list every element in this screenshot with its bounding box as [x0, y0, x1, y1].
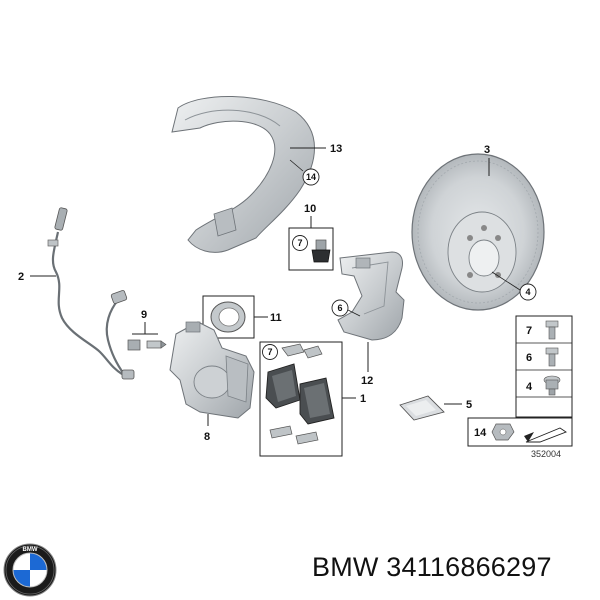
bleeder-screw-part	[127, 339, 167, 351]
arrow-icon	[524, 427, 567, 443]
bolt-6-icon	[545, 347, 559, 367]
part-number-9: 9	[141, 309, 147, 321]
circled-number-6-carrier: 6	[337, 303, 342, 313]
brake-pad-inner-part	[265, 363, 301, 409]
part-number-caption: BMW 34116866297	[312, 552, 552, 582]
circled-number-7-pads: 7	[267, 347, 272, 357]
caliper-carrier-part	[337, 251, 405, 341]
callout-8: 8	[204, 414, 210, 443]
nut-14-icon	[491, 423, 515, 441]
circled-label-4-disc: 4	[491, 271, 537, 301]
wear-sensor-cable-part	[47, 207, 135, 380]
part-1-box: 7	[259, 341, 343, 457]
callout-9: 9	[132, 309, 158, 335]
part-number-11: 11	[270, 312, 282, 324]
panel-number-14: 14	[474, 427, 487, 439]
circled-label-6-carrier: 6	[331, 299, 361, 317]
circled-label-14-shield: 14	[289, 159, 320, 186]
diagram-id: 352004	[531, 449, 561, 459]
part-number-10: 10	[304, 203, 316, 215]
fastener-panel-bottom: 14	[467, 417, 573, 447]
part-number-13: 13	[330, 143, 342, 155]
part-number-2: 2	[18, 271, 24, 283]
callout-2: 2	[18, 271, 56, 283]
callout-11: 11	[254, 312, 282, 324]
part-number-12: 12	[361, 375, 373, 387]
callout-13: 13	[290, 143, 342, 155]
pad-clips-part	[269, 343, 323, 445]
guide-bolt-part	[311, 239, 331, 263]
panel-number-7: 7	[526, 325, 532, 337]
part-number-1: 1	[360, 393, 366, 405]
grease-packet-part	[399, 395, 445, 421]
circled-number-4-disc: 4	[525, 287, 530, 297]
circled-number-7-bolt: 7	[297, 238, 302, 248]
part-number-5: 5	[466, 399, 472, 411]
callout-3: 3	[484, 144, 490, 176]
brake-disc-part	[411, 153, 545, 311]
wheel-bolt-4-icon	[543, 375, 561, 396]
callout-12: 12	[361, 342, 373, 387]
part-number-3: 3	[484, 144, 490, 156]
bolt-7-icon	[545, 320, 559, 340]
panel-number-4: 4	[526, 381, 533, 393]
part-10-box: 7	[288, 227, 334, 271]
circled-number-14-shield: 14	[306, 172, 316, 182]
panel-number-6: 6	[526, 352, 532, 364]
callout-5: 5	[444, 399, 472, 411]
seal-ring-part	[210, 301, 246, 333]
fastener-panel: 7 6 4	[515, 315, 573, 418]
splash-shield-part	[171, 96, 315, 253]
part-number-8: 8	[204, 431, 210, 443]
bmw-logo: BMW	[3, 543, 57, 597]
callout-10: 10	[304, 203, 316, 228]
bmw-logo-text: BMW	[23, 547, 38, 553]
brake-pad-outer-part	[299, 377, 335, 425]
callout-1: 1	[342, 393, 366, 405]
brake-caliper-part	[169, 321, 255, 419]
